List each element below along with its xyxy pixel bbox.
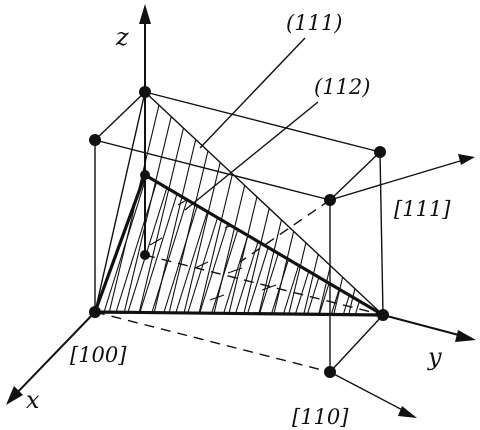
y-axis bbox=[382, 314, 476, 342]
z-axis bbox=[139, 4, 151, 255]
node-origin bbox=[89, 306, 101, 318]
plane-111-label: (111) bbox=[286, 11, 342, 35]
z-axis-label: z bbox=[115, 23, 129, 51]
direction-100-label: [100] bbox=[70, 343, 127, 367]
y-axis-arrowhead bbox=[455, 330, 476, 342]
lattice-nodes bbox=[89, 86, 389, 378]
plane-111-outline bbox=[94, 91, 384, 316]
direction-110-label: [110] bbox=[292, 405, 349, 429]
plane-112-label: (112) bbox=[314, 75, 370, 99]
z-axis-arrowhead bbox=[139, 4, 151, 24]
x-axis-arrowhead bbox=[6, 386, 23, 405]
node-front-bottom bbox=[324, 366, 336, 378]
node-inner-center bbox=[140, 250, 150, 260]
plane-112-outline bbox=[93, 173, 385, 317]
node-top-right bbox=[374, 146, 386, 158]
leader-line-112 bbox=[184, 101, 319, 211]
x-axis bbox=[6, 311, 96, 405]
node-top-back bbox=[139, 86, 151, 98]
node-top-front bbox=[324, 194, 336, 206]
node-top-left bbox=[89, 134, 101, 146]
cube-edges bbox=[94, 91, 384, 373]
leader-line-111 bbox=[199, 37, 306, 149]
node-y bbox=[377, 309, 389, 321]
direction-111-label: [111] bbox=[394, 197, 451, 221]
node-inner-top bbox=[140, 170, 150, 180]
direction-110-arrow bbox=[329, 371, 417, 418]
y-axis-label: y bbox=[427, 343, 442, 371]
direction-111-arrow bbox=[329, 154, 475, 201]
x-axis-label: x bbox=[26, 386, 40, 414]
